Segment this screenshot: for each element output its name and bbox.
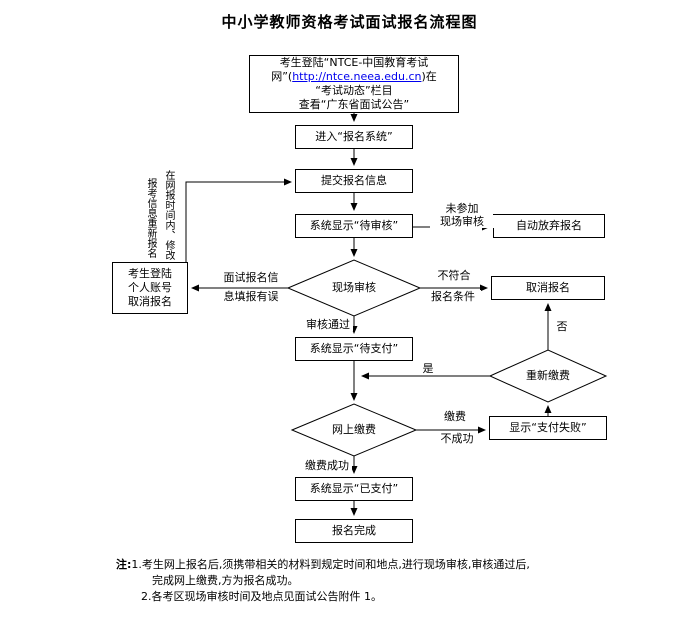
label-not-qualified-line2: 报名条件	[425, 290, 481, 303]
label-pay-success: 缴费成功	[302, 459, 352, 472]
diamond-repay-label: 重新缴费	[526, 369, 570, 382]
notes-line1: 注:1.考生网上报名后,须携带相关的材料到规定时间和地点,进行现场审核,审核通过…	[116, 557, 530, 572]
label-not-qualified-line1: 不符合	[428, 269, 480, 282]
cancel-via-account-line1: 考生登陆	[128, 267, 172, 280]
notes-line3: 2.各考区现场审核时间及地点见面试公告附件 1。	[141, 590, 382, 603]
label-vertical-modify-info: 在网报时间内、修改	[163, 170, 174, 260]
label-no: 否	[554, 320, 570, 333]
label-not-attend-line2: 现场审核	[430, 215, 494, 228]
notes-prefix: 注:	[116, 558, 132, 571]
start-line2-pre: 网”(	[271, 70, 293, 83]
node-pending-review: 系统显示“待审核”	[295, 214, 413, 238]
node-auto-abandon: 自动放弃报名	[493, 214, 605, 238]
start-line2: 网”(http://ntce.neea.edu.cn)在	[271, 70, 437, 84]
label-wrong-info-line2: 息填报有误	[220, 290, 282, 303]
arrow-lines	[185, 113, 552, 516]
start-text: 考生登陆“NTCE-中国教育考试 网”(http://ntce.neea.edu…	[271, 56, 437, 112]
label-vertical-reregister: 报考信息重新报名	[145, 178, 156, 258]
ntce-link[interactable]: http://ntce.neea.edu.cn	[292, 70, 422, 83]
node-cancel: 取消报名	[491, 276, 605, 300]
cancel-via-account-line3: 取消报名	[128, 295, 172, 308]
label-wrong-info-line1: 面试报名信	[220, 271, 282, 284]
label-yes: 是	[420, 362, 436, 375]
node-pending-pay: 系统显示“待支付”	[295, 337, 413, 361]
diamond-online-pay	[290, 403, 418, 457]
node-cancel-via-account: 考生登陆 个人账号 取消报名	[112, 262, 188, 314]
node-pay-fail: 显示“支付失败”	[489, 416, 607, 440]
page-title: 中小学教师资格考试面试报名流程图	[221, 13, 478, 31]
label-pay-not-success-line1: 缴费	[438, 410, 472, 423]
start-line2-post: )在	[421, 70, 437, 83]
node-enter-system: 进入“报名系统”	[295, 125, 413, 149]
decision-diamonds	[286, 259, 608, 457]
cancel-via-account-line2: 个人账号	[128, 281, 172, 294]
node-complete: 报名完成	[295, 519, 413, 543]
start-line1: 考生登陆“NTCE-中国教育考试	[279, 56, 429, 69]
label-review-pass: 审核通过	[303, 318, 353, 331]
diamond-online-pay-label: 网上缴费	[332, 423, 376, 436]
start-line3: “考试动态”栏目	[315, 84, 393, 97]
diamond-onsite-review-label: 现场审核	[332, 281, 376, 294]
notes-line1-text: 1.考生网上报名后,须携带相关的材料到规定时间和地点,进行现场审核,审核通过后,	[131, 558, 530, 571]
node-start: 考生登陆“NTCE-中国教育考试 网”(http://ntce.neea.edu…	[249, 55, 459, 113]
notes-line2: 完成网上缴费,方为报名成功。	[152, 574, 299, 587]
label-not-attend-line1: 未参加	[437, 202, 487, 215]
node-submit-info: 提交报名信息	[295, 169, 413, 193]
label-pay-not-success-line2: 不成功	[436, 432, 478, 445]
diamond-repay	[488, 349, 608, 403]
node-paid: 系统显示“已支付”	[295, 477, 413, 501]
start-line4: 查看“广东省面试公告”	[298, 98, 410, 111]
cancel-via-account-text: 考生登陆 个人账号 取消报名	[128, 267, 172, 309]
diamond-onsite-review	[286, 259, 422, 317]
